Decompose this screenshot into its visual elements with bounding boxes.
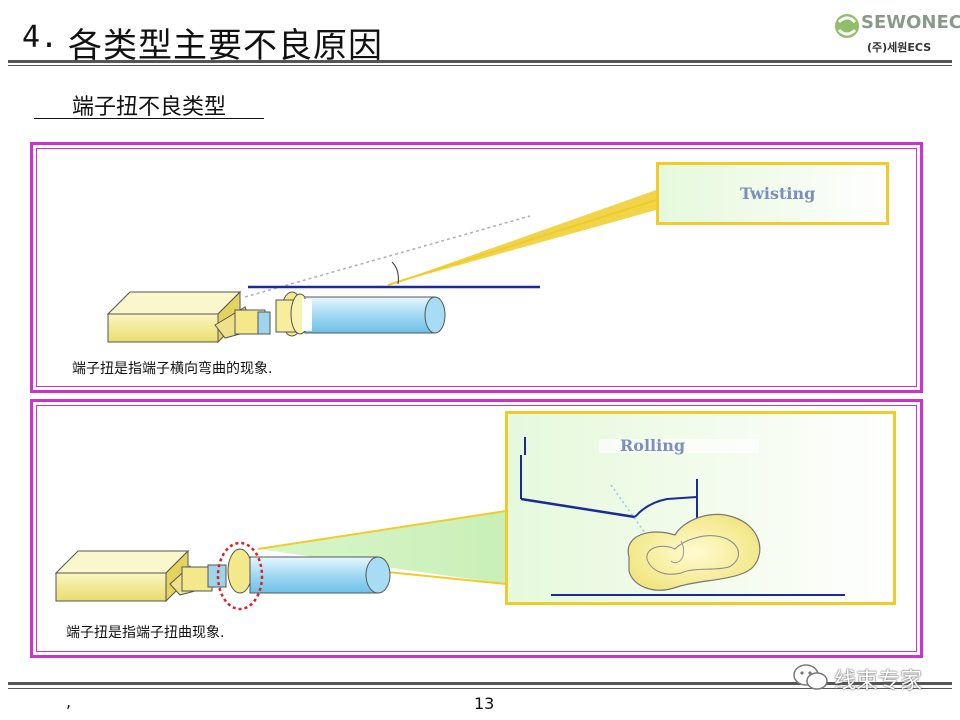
callout-pointer [388, 190, 656, 285]
footer-rule-thick [8, 682, 952, 685]
twisting-diagram [106, 190, 657, 344]
logo-text: SEWONECS [861, 12, 960, 33]
defect-highlight-circle [216, 541, 264, 611]
logo-mark-icon [835, 14, 859, 38]
callout-twisting [656, 162, 889, 225]
connector-housing [107, 313, 219, 343]
wechat-icon [793, 664, 828, 690]
caption-twisting: 端子扭是指端子横向弯曲的现象. [72, 361, 273, 377]
company-logo: SEWONECS (주)세원ECS [833, 12, 960, 56]
terminal-collar-2 [227, 548, 253, 594]
wire-insulation [304, 296, 436, 334]
reference-dotted-line [244, 215, 531, 298]
callout-label-twisting: Twisting [740, 184, 816, 203]
twist-angle-arc [391, 261, 399, 285]
rolled-terminal [627, 513, 761, 591]
header-rule-thick [8, 60, 952, 63]
wire-insulation-2 [249, 556, 379, 594]
page-title: 各类型主要不良原因 [68, 26, 383, 66]
watermark: 线束专家 [790, 660, 940, 694]
section-subtitle: 端子扭不良类型 [72, 95, 227, 120]
rolling-diagram [54, 510, 507, 611]
page-number: 13 [474, 694, 495, 713]
callout-beam [258, 511, 506, 584]
footer-mark: , [66, 692, 72, 711]
blue-guide-line [520, 497, 636, 519]
footer-rule-thin [8, 688, 952, 689]
logo-subtext: (주)세원ECS [867, 41, 932, 54]
watermark-text: 线束专家 [834, 669, 923, 694]
caption-rolling: 端子扭是指端子扭曲现象. [66, 625, 225, 641]
rolling-detail [520, 437, 845, 596]
header-rule-thin [8, 65, 952, 66]
section-number: 4. [22, 20, 59, 55]
connector-housing-2 [55, 572, 167, 602]
subtitle-underline [34, 118, 264, 119]
callout-label-rolling: Rolling [620, 436, 686, 455]
